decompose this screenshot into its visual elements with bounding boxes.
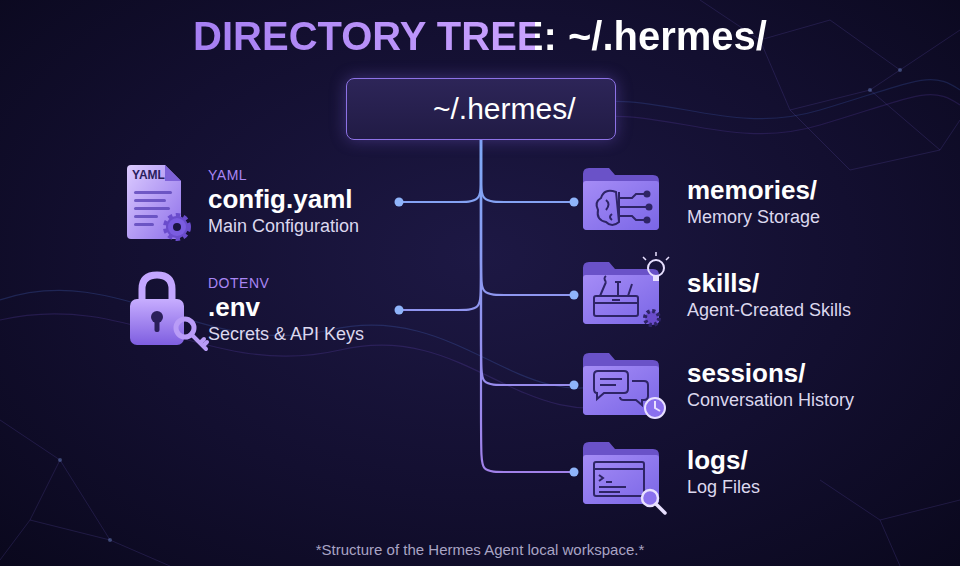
connector-dot	[570, 468, 579, 477]
folder-entry: logs/Log Files	[580, 430, 910, 514]
diagram-title: DIRECTORY TREE: ~/.hermes/	[193, 12, 767, 60]
network-dot	[108, 538, 112, 542]
toolbox-lid	[594, 300, 638, 303]
entry-name: logs/	[687, 445, 910, 476]
chat-icon	[594, 371, 648, 405]
file-type-tag: YAML	[208, 167, 393, 184]
document-icon	[127, 165, 188, 239]
wave-lines	[0, 314, 640, 408]
document-fold	[165, 165, 181, 181]
folder-icon	[583, 262, 659, 324]
tree-connector	[481, 140, 574, 295]
circuit-dot	[645, 218, 650, 223]
circuit-lines	[619, 194, 646, 220]
key-blade	[191, 334, 207, 349]
entry-description: Memory Storage	[687, 206, 910, 229]
lock-shackle	[142, 275, 172, 302]
network-dots	[58, 38, 902, 542]
document-line	[134, 215, 158, 218]
bulb-icon	[643, 252, 669, 281]
caption-text: *Structure of the Hermes Agent local wor…	[0, 541, 960, 558]
network-dot	[868, 88, 872, 92]
entry-name: sessions/	[687, 358, 910, 389]
lock-keyhole	[155, 320, 160, 332]
chat-lines	[600, 379, 622, 385]
tree-connector	[481, 140, 574, 472]
entry-description: Log Files	[687, 476, 910, 499]
brain-fold	[606, 192, 619, 222]
gear-icon	[168, 218, 186, 236]
connector-dot	[570, 198, 579, 207]
gear-hole	[173, 223, 181, 231]
document-line	[134, 199, 166, 202]
tree-connector	[399, 140, 481, 310]
connector-dot	[570, 291, 579, 300]
file-type-tag: DOTENV	[208, 275, 393, 292]
clock-hands	[655, 401, 660, 411]
folder-entry: sessions/Conversation History	[580, 343, 910, 427]
terminal-lines	[599, 475, 626, 492]
entry-description: Agent-Created Skills	[687, 299, 910, 322]
entry-name: skills/	[687, 268, 910, 299]
bulb-base	[653, 276, 659, 281]
wave-lines	[0, 290, 620, 388]
clock-face	[645, 398, 665, 418]
tool-handles	[600, 276, 632, 296]
terminal-bar	[594, 468, 644, 470]
lock-icon	[130, 275, 207, 349]
entry-description: Secrets & API Keys	[208, 323, 393, 346]
connector-dot	[395, 198, 404, 207]
gear-icon	[645, 311, 659, 325]
chat-bubble	[620, 381, 648, 405]
file-entry: DOTENV.envSecrets & API Keys	[125, 268, 393, 352]
connector-dot	[570, 381, 579, 390]
entry-name: memories/	[687, 175, 910, 206]
entry-name: ~/.hermes/	[433, 92, 615, 126]
network-lines	[0, 420, 170, 566]
circuit-dot	[647, 205, 652, 210]
wave-lines	[560, 80, 960, 119]
chat-bubble	[594, 371, 628, 399]
document-line	[134, 207, 170, 210]
terminal-icon	[594, 462, 644, 496]
document-line	[134, 191, 172, 194]
folder-entry: memories/Memory Storage	[580, 160, 910, 244]
entry-name: .env	[208, 292, 393, 323]
entry-name: config.yaml	[208, 184, 393, 215]
root-folder-box: ~/.hermes/	[346, 78, 616, 140]
toolbox-icon	[594, 276, 638, 316]
tree-connector	[399, 140, 481, 202]
tree-connector	[481, 140, 574, 202]
gear-icon	[166, 216, 188, 238]
file-entry: YAMLconfig.yamlMain Configuration	[125, 160, 393, 244]
clock-icon	[645, 398, 665, 418]
folder-icon	[583, 168, 659, 230]
title-block: DIRECTORY TREE: ~/.hermes/	[0, 12, 960, 60]
entry-description: Main Configuration	[208, 215, 393, 238]
bulb-glass	[648, 260, 664, 276]
document-line	[134, 223, 154, 226]
brain-lobe	[597, 191, 619, 225]
network-dot	[58, 458, 62, 462]
connector-dot	[395, 306, 404, 315]
folder-entry: skills/Agent-Created Skills	[580, 253, 910, 337]
entry-description: Conversation History	[687, 389, 910, 412]
magnifier-handle	[656, 504, 665, 513]
magnifier-icon	[642, 490, 665, 513]
document-lines	[134, 191, 172, 226]
icon-label: YAML	[132, 168, 165, 182]
network-lines	[820, 480, 960, 566]
circuit-dot	[645, 192, 650, 197]
bulb-rays	[643, 252, 669, 260]
terminal-window	[594, 462, 644, 496]
brain-icon	[597, 191, 652, 225]
network-dot	[898, 68, 902, 72]
wave-lines	[560, 95, 960, 134]
tree-connector	[481, 140, 574, 385]
toolbox-body	[594, 296, 638, 316]
